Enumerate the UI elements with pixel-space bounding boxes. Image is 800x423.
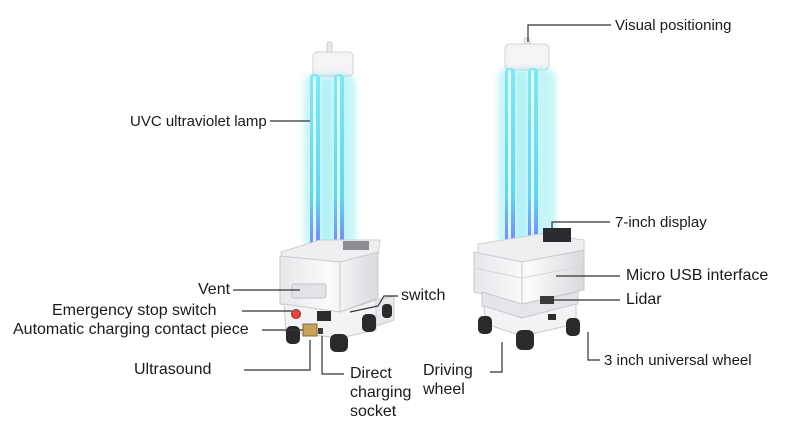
leader-universal-wheel <box>587 332 600 361</box>
label-display: 7-inch display <box>615 214 707 231</box>
left-switch-panel <box>317 311 331 321</box>
label-uvc-lamp: UVC ultraviolet lamp <box>130 113 267 130</box>
left-wheel-3 <box>362 314 376 332</box>
right-wheel-1 <box>478 316 492 334</box>
right-lamp-cap <box>504 43 550 71</box>
label-universal-wheel: 3 inch universal wheel <box>604 352 752 369</box>
label-lidar: Lidar <box>626 291 662 308</box>
label-charging-contact: Automatic charging contact piece <box>13 321 249 338</box>
label-ultrasound: Ultrasound <box>134 361 212 378</box>
label-emergency-stop: Emergency stop switch <box>52 302 217 319</box>
left-robot <box>279 41 395 352</box>
label-driving-wheel: Driving wheel <box>423 362 473 398</box>
charging-contact <box>302 323 318 337</box>
left-body <box>279 251 379 313</box>
label-switch: switch <box>401 287 446 304</box>
leader-lines <box>233 24 620 375</box>
leader-switch <box>349 295 398 313</box>
leader-driving-wheel <box>490 342 503 373</box>
label-micro-usb: Micro USB interface <box>626 267 769 284</box>
left-wheel-1 <box>286 326 300 344</box>
left-vent <box>291 283 327 299</box>
label-vent: Vent <box>198 281 231 298</box>
leader-visual-positioning <box>527 24 611 42</box>
left-wheel-2 <box>330 334 348 352</box>
emergency-stop-button <box>291 309 301 319</box>
right-driving-wheel <box>516 330 534 350</box>
label-visual-positioning: Visual positioning <box>615 17 732 34</box>
right-universal-wheel <box>566 318 580 336</box>
leader-display <box>551 221 610 232</box>
leader-direct-charging <box>321 336 344 375</box>
label-direct-charging: Direct charging socket <box>350 365 412 420</box>
right-display <box>543 228 571 242</box>
leader-ultrasound <box>244 340 311 371</box>
right-robot <box>473 37 585 350</box>
left-lamp-cap <box>312 51 354 77</box>
